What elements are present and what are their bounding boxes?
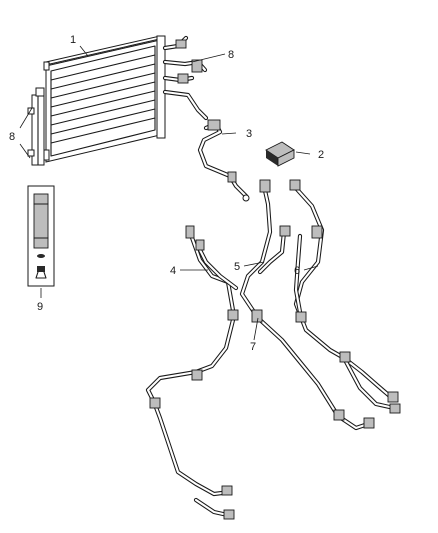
callout-9: 9 (37, 301, 43, 313)
line-4 (145, 225, 239, 520)
callout-2: 2 (318, 149, 324, 161)
callout-5: 5 (234, 261, 240, 273)
line-3 (197, 119, 250, 202)
callout-4: 4 (170, 265, 176, 277)
callout-6: 6 (294, 265, 300, 277)
receiver-drier-kit (27, 185, 55, 287)
condenser-assembly (27, 35, 209, 166)
foam-block (265, 141, 295, 167)
callout-7: 7 (250, 341, 256, 353)
callout-3: 3 (246, 128, 252, 140)
callout-8-left: 8 (9, 131, 15, 143)
line-6 (289, 179, 401, 414)
callout-1: 1 (70, 34, 76, 46)
line-5 (239, 179, 375, 431)
callout-leaders (19, 45, 319, 341)
callout-labels: 1 8 8 3 2 4 5 6 7 9 (9, 34, 324, 353)
callout-8-top: 8 (228, 49, 234, 61)
